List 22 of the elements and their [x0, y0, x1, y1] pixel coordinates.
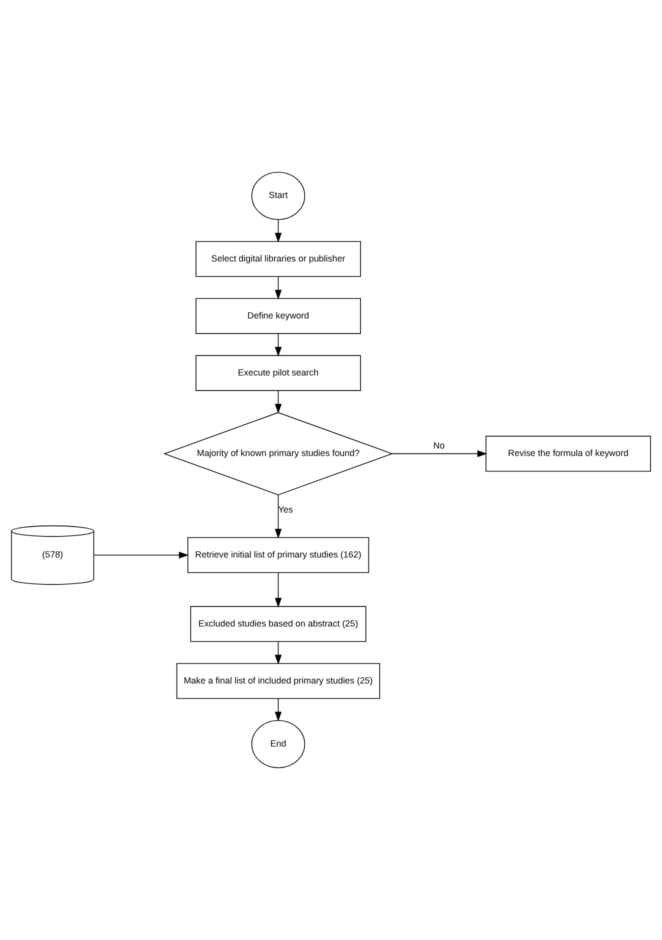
arrow	[274, 219, 282, 243]
edge-label: No	[433, 440, 445, 451]
arrow	[274, 333, 282, 357]
arrow	[93, 552, 189, 559]
node-box: Retrieve initial list of primary studies (162)	[187, 537, 370, 574]
node-ellipse: Start	[251, 172, 306, 220]
node-ellipse: End	[251, 720, 306, 768]
arrow	[274, 698, 282, 722]
node-box: Make a final list of included primary studies (25)	[176, 663, 380, 699]
edge-label: Yes	[278, 504, 293, 515]
arrow	[274, 572, 282, 608]
node-box: Revise the formula of keyword	[486, 436, 651, 472]
node-box: Define keyword	[196, 298, 361, 334]
node-diamond: Majority of known primary studies found?	[163, 412, 394, 496]
arrow	[274, 494, 282, 539]
arrow	[274, 641, 282, 665]
node-box: Execute pilot search	[196, 355, 361, 391]
arrow	[274, 390, 282, 414]
arrow	[274, 276, 282, 300]
node-box: Select digital libraries or publisher	[196, 241, 361, 277]
arrow	[392, 450, 488, 458]
node-box: Excluded studies based on abstract (25)	[190, 606, 366, 642]
